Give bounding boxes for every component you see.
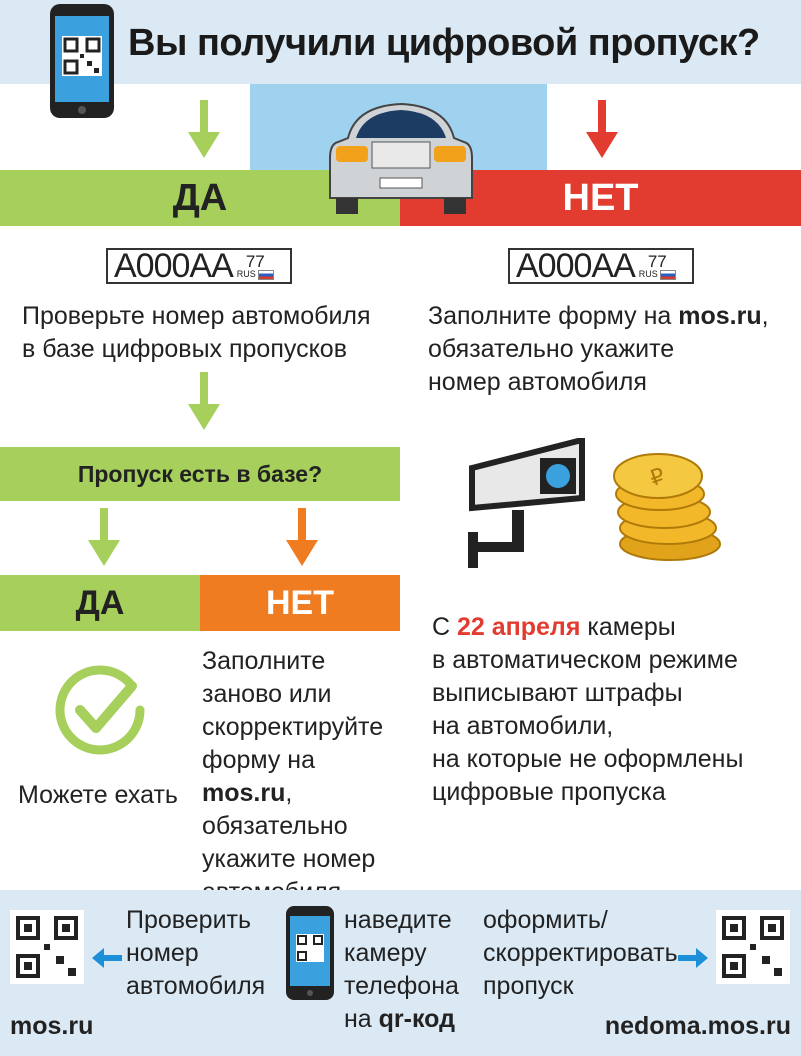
footer-line: Проверить <box>126 906 252 934</box>
footer-line: оформить/ <box>483 906 608 934</box>
phone-qr-icon <box>50 4 114 118</box>
footer-line: скорректировать <box>483 939 678 967</box>
apply-pass-text: оформить/ скорректировать пропуск <box>483 904 683 1003</box>
redo-line: Заполните <box>202 647 326 675</box>
fine-date: 22 апреля <box>457 613 581 641</box>
plate-region: 77 RUS <box>639 253 676 280</box>
green-down-arrow <box>188 372 220 430</box>
fill-form-text: Заполните форму на mos.ru, обязательно у… <box>428 300 798 399</box>
question-label: Пропуск есть в базе? <box>77 461 323 487</box>
green-down-arrow <box>188 100 220 158</box>
no-label: НЕТ <box>266 584 334 622</box>
license-plate-right: А000АА 77 RUS <box>508 246 694 285</box>
no-label: НЕТ <box>562 177 639 219</box>
fines-text: С 22 апреля камеры в автоматическом режи… <box>432 611 792 809</box>
mos-ru-link[interactable]: mos.ru <box>678 302 762 330</box>
plate-region-code: 77 <box>647 251 667 271</box>
orange-down-arrow <box>286 508 318 566</box>
fine-line: цифровые пропуска <box>432 778 666 806</box>
scan-qr-text: наведите камеру телефона на qr-код <box>344 904 474 1036</box>
form-line: Заполните форму на <box>428 302 679 330</box>
footer-line: автомобиля <box>126 972 266 1000</box>
fine-line: на автомобили, <box>432 712 614 740</box>
traffic-camera-icon <box>468 438 585 568</box>
page-title: Вы получили цифровой пропуск? <box>128 22 760 64</box>
redo-line: укажите номер <box>202 845 376 873</box>
nedoma-mos-ru-link[interactable]: nedoma.mos.ru <box>604 1012 791 1040</box>
can-go-text: Можете ехать <box>18 781 178 809</box>
redo-line: скорректируйте <box>202 713 384 741</box>
qr-code-icon[interactable] <box>716 910 790 984</box>
checkmark-icon <box>55 665 145 755</box>
plate-country: RUS <box>236 269 256 279</box>
fine-prefix: С <box>432 613 457 641</box>
flag-icon <box>257 269 274 280</box>
redo-line: заново или <box>202 680 332 708</box>
punctuation: , <box>285 779 293 807</box>
flag-icon <box>659 269 676 280</box>
qr-code-label: qr-код <box>378 1005 455 1033</box>
plate-region-code: 77 <box>245 251 265 271</box>
header-band <box>0 0 801 84</box>
redo-form-text: Заполните заново или скорректируйте форм… <box>202 645 402 909</box>
punctuation: , <box>761 302 769 330</box>
footer-band <box>0 890 801 1056</box>
footer-line: номер <box>126 939 199 967</box>
mos-ru-link[interactable]: mos.ru <box>202 779 286 807</box>
footer-line: на <box>344 1005 379 1033</box>
qr-code-icon[interactable] <box>10 910 84 984</box>
redo-line: форму на <box>202 746 316 774</box>
check-number-text: Проверьте номер автомобиля в базе цифров… <box>22 300 392 366</box>
phone-qr-icon <box>286 906 334 1000</box>
mos-ru-link[interactable]: mos.ru <box>10 1012 94 1040</box>
yes-label: ДА <box>75 584 125 622</box>
footer-line: пропуск <box>483 972 574 1000</box>
yes-band <box>0 575 200 631</box>
plate-number: А000АА <box>114 246 234 285</box>
footer-line: наведите <box>344 906 452 934</box>
no-band <box>200 575 400 631</box>
fine-suffix: камеры <box>580 613 676 641</box>
check-number-footer-text: Проверить номер автомобиля <box>126 904 276 1003</box>
footer-line: камеру <box>344 939 427 967</box>
redo-line: обязательно <box>202 812 348 840</box>
footer-line: телефона <box>344 972 459 1000</box>
license-plate-left: А000АА 77 RUS <box>106 246 292 285</box>
fine-line: в автоматическом режиме <box>432 646 738 674</box>
check-line: Проверьте номер автомобиля <box>22 302 371 330</box>
car-icon <box>329 102 473 214</box>
form-line: обязательно укажите <box>428 335 675 363</box>
question-band <box>0 447 400 501</box>
yes-label: ДА <box>172 177 228 219</box>
right-arrow-icon <box>678 948 708 968</box>
red-down-arrow <box>586 100 618 158</box>
plate-country: RUS <box>638 269 658 279</box>
plate-region: 77 RUS <box>237 253 274 280</box>
check-line: в базе цифровых пропусков <box>22 335 347 363</box>
ruble-coins-icon: ₽ <box>613 453 721 561</box>
form-line: номер автомобиля <box>428 368 647 396</box>
fine-line: на которые не оформлены <box>432 745 744 773</box>
left-arrow-icon <box>92 948 122 968</box>
plate-number: А000АА <box>516 246 636 285</box>
fine-line: выписывают штрафы <box>432 679 683 707</box>
green-down-arrow <box>88 508 120 566</box>
